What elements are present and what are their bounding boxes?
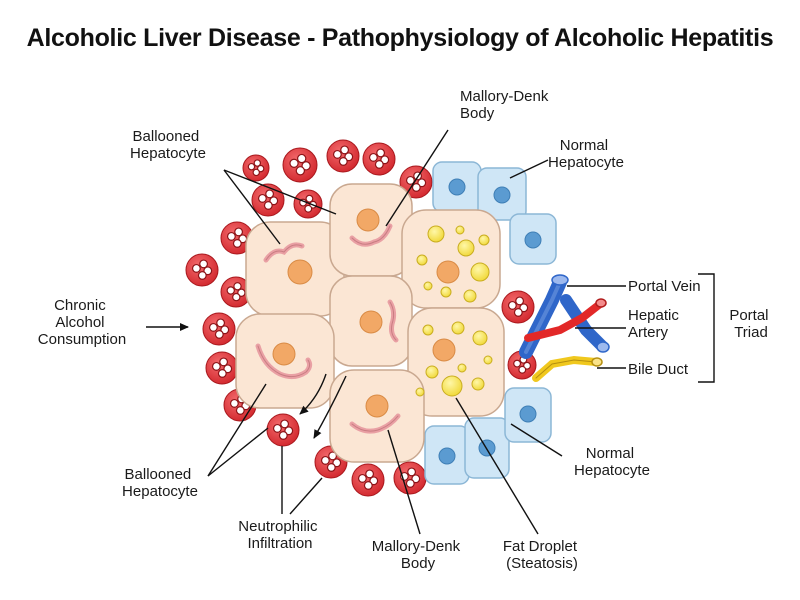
fat-droplet [416,254,428,266]
normal-hepatocyte-top-label: Normal Hepatocyte [548,137,624,171]
normal-hepatocytes-bottom [424,387,552,485]
leader-line [510,423,563,457]
fat-droplet [463,289,477,303]
neutrophil [220,276,252,308]
bile-duct-label: Bile Duct [628,361,689,378]
fat-droplet [455,225,465,235]
leader-line [455,397,539,535]
fat-droplet [441,375,463,397]
portal-triad [519,274,610,382]
neutrophil [220,221,254,255]
migration-arrow [299,373,327,415]
neutrophil [399,165,433,199]
normal-hepatocytes-top [432,161,557,265]
fat-droplet-label: Fat Droplet (Steatosis) [503,538,581,572]
fat-droplet [415,387,425,397]
hepatocyte-nucleus [287,259,313,285]
fat-droplet [425,365,439,379]
fat-droplet [423,281,433,291]
migration-arrow [313,375,347,439]
neutrophilic-infiltration-label: Neutrophilic Infiltration [238,518,321,552]
neutrophil [326,139,360,173]
leader-line [223,169,337,215]
fat-droplet [483,355,493,365]
fat-droplet [440,286,452,298]
portal-triad-label: Portal Triad [729,307,772,341]
neutrophil [351,463,385,497]
hepatocyte-nucleus [272,342,296,366]
neutrophil [362,142,396,176]
labels: Ballooned Hepatocyte Mallory-Denk Body N… [38,88,772,572]
hepatocyte-cluster [235,183,505,463]
portal-vein-branch [560,294,608,352]
fat-droplet [470,262,490,282]
neutrophil [185,253,219,287]
diagram-title: Alcoholic Liver Disease - Pathophysiolog… [26,24,774,52]
normal-hepatocyte-bottom-label: Normal Hepatocyte [574,445,650,479]
portal-vein-lumen [551,274,569,286]
normal-nucleus [448,178,466,196]
hepatic-artery [524,300,604,342]
chronic-alcohol-label: Chronic Alcohol Consumption [38,297,126,348]
fat-droplet [478,234,490,246]
hepatocyte-nucleus [432,338,456,362]
neutrophil [501,290,535,324]
leader-line [289,477,323,515]
leader-line [385,129,449,227]
leader-line [223,169,281,245]
mallory-denk-top-label: Mallory-Denk Body [460,88,553,122]
neutrophil [251,183,285,217]
leader-line [207,383,267,477]
fat-droplet [422,324,434,336]
portal-vein-label: Portal Vein [628,278,701,295]
hepatocyte-nucleus [436,260,460,284]
fat-droplet [472,330,488,346]
neutrophil [205,351,239,385]
mallory-denk-bottom-label: Mallory-Denk Body [372,538,465,572]
normal-nucleus [524,231,542,249]
hepatocyte-nucleus [356,208,380,232]
neutrophil [293,189,323,219]
neutrophil [393,461,427,495]
portal-vein-lumen [596,341,610,353]
hepatic-artery-lumen [595,298,607,308]
normal-nucleus [519,405,537,423]
portal-triad-bracket [698,273,715,383]
hepatocyte-nucleus [365,394,389,418]
leader-line [387,429,421,535]
neutrophil [202,312,236,346]
fat-droplets [415,225,493,397]
leader-lines [146,129,715,535]
neutrophil [242,154,270,182]
fat-droplet [451,321,465,335]
fat-droplet [471,377,485,391]
bile-duct-lumen [591,357,603,367]
neutrophil [282,147,318,183]
fat-droplet [427,225,445,243]
normal-nucleus [493,186,511,204]
normal-nucleus [438,447,456,465]
leader-line [207,427,269,477]
hepatic-artery-label: Hepatic Artery [628,307,683,341]
leader-line [509,159,549,179]
ballooned-hepatocyte-bottom-label: Ballooned Hepatocyte [122,466,198,500]
neutrophil [266,413,300,447]
bile-duct [532,355,600,382]
fat-droplet [457,239,475,257]
normal-nucleus [478,439,496,457]
hepatocyte-nucleus [359,310,383,334]
ballooned-hepatocyte-top-label: Ballooned Hepatocyte [130,128,206,162]
fat-droplet [457,363,467,373]
